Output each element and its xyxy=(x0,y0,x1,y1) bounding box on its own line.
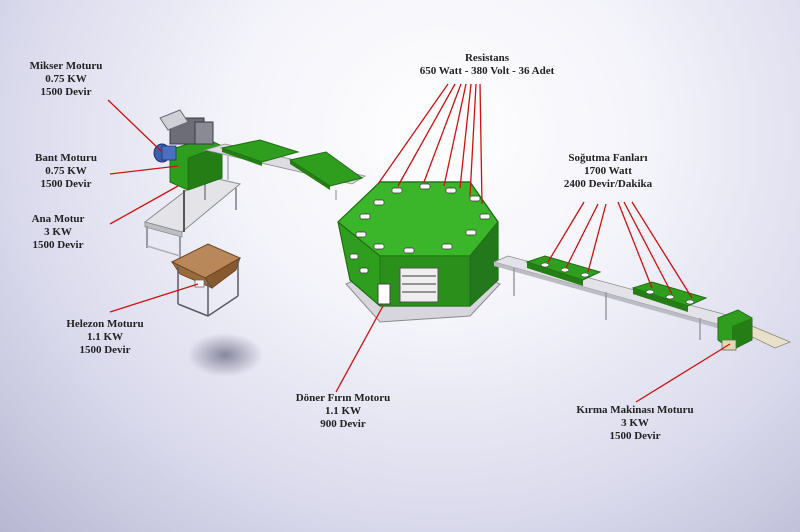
screw-motor-name: Helezon Moturu xyxy=(66,318,144,330)
hopper-shadow xyxy=(187,333,263,377)
belt-motor-power: 0.75 KW xyxy=(45,165,87,177)
crusher-motor-power: 3 KW xyxy=(621,417,649,429)
cooling-fans-power: 1700 Watt xyxy=(584,165,632,177)
rotary-oven xyxy=(337,181,501,323)
left-conveyor xyxy=(203,139,367,200)
belt-motor-name: Bant Moturu xyxy=(34,152,98,164)
screw-motor-label: Helezon Moturu 1.1 KW 1500 Devir xyxy=(50,318,160,357)
screw-hopper xyxy=(170,243,242,317)
rotary-oven-motor-name: Döner Fırın Motoru xyxy=(295,392,391,404)
belt-motor-speed: 1500 Devir xyxy=(40,178,92,190)
main-motor-speed: 1500 Devir xyxy=(32,239,84,251)
mixer-motor-name: Mikser Moturu xyxy=(29,60,103,72)
main-motor-name: Ana Motur xyxy=(31,213,85,225)
leader-lines xyxy=(107,83,731,403)
rotary-oven-motor-speed: 900 Devir xyxy=(320,418,366,430)
crusher-motor-label: Kırma Makinası Moturu 3 KW 1500 Devir xyxy=(560,404,710,443)
right-conveyor xyxy=(492,255,740,340)
mixer-motor-power: 0.75 KW xyxy=(45,73,87,85)
belt-motor-label: Bant Moturu 0.75 KW 1500 Devir xyxy=(18,152,114,191)
mixer-motor-label: Mikser Moturu 0.75 KW 1500 Devir xyxy=(18,60,114,99)
main-motor-label: Ana Motur 3 KW 1500 Devir xyxy=(18,213,98,252)
resistance-label: Resistans 650 Watt - 380 Volt - 36 Adet xyxy=(392,52,582,78)
crusher-motor-name: Kırma Makinası Moturu xyxy=(576,404,694,416)
cooling-fans-label: Soğutma Fanları 1700 Watt 2400 Devir/Dak… xyxy=(548,152,668,191)
resistance-name: Resistans xyxy=(464,52,509,64)
rotary-oven-motor-power: 1.1 KW xyxy=(324,405,362,417)
cooling-fans-speed: 2400 Devir/Dakika xyxy=(563,178,653,190)
resistance-spec: 650 Watt - 380 Volt - 36 Adet xyxy=(419,65,555,77)
screw-motor-power: 1.1 KW xyxy=(86,331,124,343)
main-motor-power: 3 KW xyxy=(44,226,72,238)
cooling-fans-name: Soğutma Fanları xyxy=(568,152,648,164)
screw-motor-speed: 1500 Devir xyxy=(79,344,131,356)
mixer-station xyxy=(143,109,242,258)
resistance-slots xyxy=(349,183,491,274)
mixer-motor-speed: 1500 Devir xyxy=(40,86,92,98)
rotary-oven-motor-label: Döner Fırın Motoru 1.1 KW 900 Devir xyxy=(278,392,408,431)
crusher-motor-speed: 1500 Devir xyxy=(609,430,661,442)
